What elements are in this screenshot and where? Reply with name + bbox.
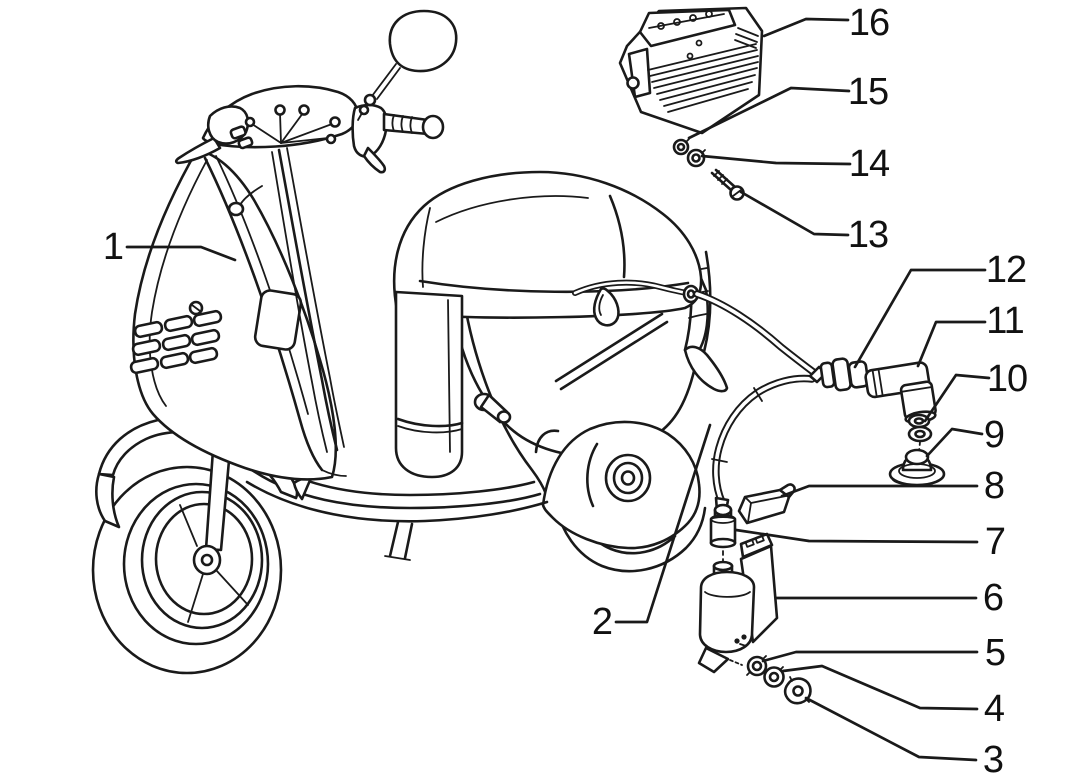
callout-label-11: 11 <box>986 300 1024 342</box>
voltage-regulator <box>618 6 764 135</box>
leader-line-5 <box>761 650 979 663</box>
leader-line-8 <box>780 484 979 498</box>
glovebox-door <box>253 289 303 351</box>
callout-label-6: 6 <box>982 577 1004 619</box>
horn-grille <box>129 300 223 375</box>
callout-label-5: 5 <box>984 632 1006 674</box>
terminal-connector <box>737 483 796 525</box>
handlebar <box>174 84 445 174</box>
leader-line-3 <box>804 696 978 762</box>
plug-washers <box>907 413 933 443</box>
callout-label-2: 2 <box>591 601 613 643</box>
grommet <box>888 441 946 487</box>
wiring-harness-run <box>227 147 345 453</box>
leader-line-13 <box>739 190 850 237</box>
brake-lever <box>174 136 222 165</box>
callout-label-7: 7 <box>984 521 1006 563</box>
callout-label-1: 1 <box>102 226 124 268</box>
callout-label-4: 4 <box>983 688 1005 730</box>
legshield <box>129 148 347 481</box>
callout-label-3: 3 <box>982 739 1004 775</box>
callout-label-12: 12 <box>985 249 1027 291</box>
ignition-coil <box>697 532 779 674</box>
lock-washer-4 <box>763 666 785 688</box>
suppressor-cap <box>709 503 737 563</box>
callout-label-15: 15 <box>847 71 889 113</box>
seat-tower <box>394 290 512 479</box>
leader-line-7 <box>734 528 979 544</box>
callout-label-10: 10 <box>986 358 1028 400</box>
callout-label-8: 8 <box>983 465 1005 507</box>
leader-line-2 <box>614 423 712 624</box>
callout-label-16: 16 <box>848 2 890 44</box>
rear-body-panel <box>450 274 710 496</box>
screw <box>710 168 745 201</box>
callout-label-13: 13 <box>847 214 889 256</box>
leader-line-12 <box>853 268 987 369</box>
front-wheel <box>91 434 283 675</box>
leader-line-11 <box>916 320 987 368</box>
callout-label-14: 14 <box>848 143 890 185</box>
cable-connector <box>808 357 870 392</box>
spark-plug-cable <box>572 279 820 514</box>
mirror <box>357 9 458 121</box>
leader-line-4 <box>781 664 979 711</box>
wire-fan <box>229 104 341 150</box>
leader-line-10 <box>923 373 991 423</box>
leader-line-1 <box>125 245 237 262</box>
lock-washer-5 <box>746 655 768 677</box>
leader-line-15 <box>687 86 851 140</box>
nut <box>783 676 812 705</box>
spark-plug-cap <box>864 361 937 424</box>
leader-line-9 <box>925 427 984 458</box>
leader-line-14 <box>700 154 852 166</box>
engine-cover <box>384 420 701 561</box>
regulator-washers <box>672 138 706 168</box>
leader-lines <box>125 17 991 762</box>
leader-line-16 <box>762 17 850 38</box>
callout-label-9: 9 <box>983 414 1005 456</box>
